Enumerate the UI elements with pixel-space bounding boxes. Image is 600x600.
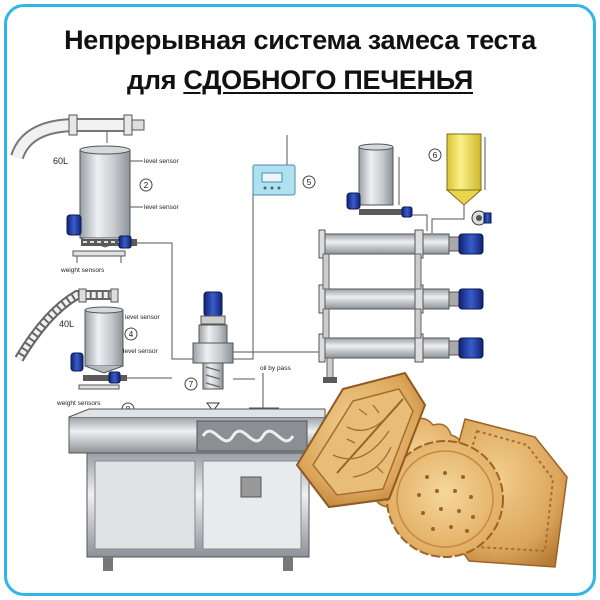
oil-tank-6: 6 bbox=[428, 133, 492, 233]
continuous-mixer bbox=[68, 408, 326, 571]
num-4: 4 bbox=[129, 330, 134, 339]
title-line-2: для СДОБНОГО ПЕЧЕНЬЯ bbox=[7, 65, 593, 96]
oil-bypass-label: oil by pass bbox=[260, 365, 291, 372]
motor-icon bbox=[458, 288, 484, 310]
feed-lines bbox=[127, 135, 288, 379]
motor-icon bbox=[458, 337, 484, 359]
controller-5: 5 bbox=[252, 164, 316, 196]
small-tank bbox=[346, 143, 428, 231]
num-5: 5 bbox=[307, 178, 312, 187]
motor-icon bbox=[70, 352, 84, 372]
oil-bypass: oil by pass bbox=[233, 351, 327, 418]
level-sensor-label-3: level sensor bbox=[125, 314, 161, 321]
motor-icon bbox=[401, 206, 413, 218]
title-line-1: Непрерывная система замеса теста bbox=[64, 25, 536, 55]
mixer-2 bbox=[318, 284, 484, 314]
premixer-7: 7 bbox=[184, 291, 234, 412]
tank-40l-label: 40L bbox=[59, 319, 74, 329]
motor-icon bbox=[203, 291, 223, 317]
cookie-scalloped bbox=[386, 440, 504, 558]
motor-icon bbox=[108, 371, 121, 384]
level-sensor-label-2: level sensor bbox=[144, 204, 180, 211]
tank-40l: 40L level sensor level sensor 4 weight s… bbox=[56, 306, 161, 416]
motor-icon bbox=[346, 192, 361, 210]
num-7: 7 bbox=[189, 380, 194, 389]
tank-60l: 60L level sensor level sensor 2 weight s… bbox=[53, 145, 180, 274]
mixer-1 bbox=[318, 229, 484, 259]
level-sensor-label-1: level sensor bbox=[144, 158, 180, 165]
frame: Непрерывная система замеса теста для СДО… bbox=[4, 4, 596, 596]
level-sensor-label-4: level sensor bbox=[123, 348, 159, 355]
cookies-image bbox=[295, 371, 568, 568]
num-6: 6 bbox=[433, 151, 438, 160]
cookie-embossed bbox=[295, 371, 427, 509]
title-underlined: СДОБНОГО ПЕЧЕНЬЯ bbox=[183, 65, 473, 95]
motor-icon bbox=[458, 233, 484, 255]
motor-icon bbox=[66, 214, 82, 236]
top-feed-pipe bbox=[10, 114, 145, 160]
weight-sensors-label-2: weight sensors bbox=[56, 400, 101, 407]
process-diagram: 60L level sensor level sensor 2 weight s… bbox=[10, 114, 568, 571]
horizontal-mixers bbox=[318, 229, 484, 383]
second-feed-pipe bbox=[14, 288, 119, 362]
title-prefix: для bbox=[127, 65, 184, 95]
weight-sensors-label-1: weight sensors bbox=[60, 267, 105, 274]
pump-motor-icon bbox=[483, 212, 492, 224]
mixer-3 bbox=[318, 333, 484, 363]
tank-60l-label: 60L bbox=[53, 156, 68, 166]
num-2: 2 bbox=[144, 181, 149, 190]
motor-icon bbox=[118, 235, 132, 249]
